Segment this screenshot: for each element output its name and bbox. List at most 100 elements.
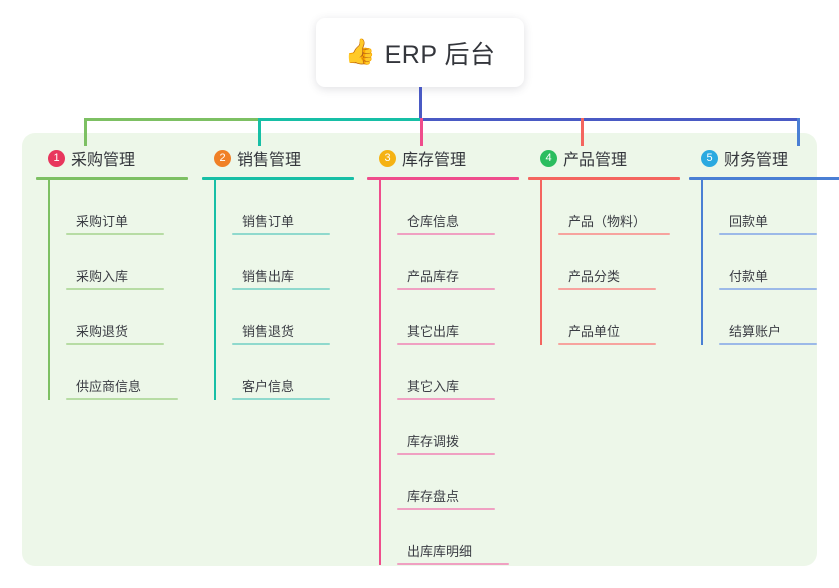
branch-leaf-item[interactable]: 产品库存 <box>397 235 519 290</box>
branch-leaf-label: 采购退货 <box>76 324 129 339</box>
connector-trunk <box>419 87 422 121</box>
branch-leaf-item[interactable]: 仓库信息 <box>397 180 519 235</box>
branch-leaf-rule <box>558 288 656 290</box>
branch-header[interactable]: 3 库存管理 <box>367 145 519 171</box>
branch-leaf-rule <box>397 288 495 290</box>
branch-leaf-item[interactable]: 供应商信息 <box>66 345 188 400</box>
branch-header-rule <box>528 177 680 180</box>
branch-header-rule <box>202 177 354 180</box>
branch-leaf-label: 付款单 <box>729 269 769 284</box>
connector-bar-segment <box>420 118 800 121</box>
branch-column: 3 库存管理仓库信息产品库存其它出库其它入库库存调拨库存盘点出库库明细 <box>367 145 519 565</box>
branch-leaf-item[interactable]: 其它入库 <box>397 345 519 400</box>
branch-spine <box>214 180 216 400</box>
branch-leaf-label: 产品（物料） <box>568 214 647 229</box>
branch-leaf-label: 销售出库 <box>242 269 295 284</box>
branch-spine <box>48 180 50 400</box>
branch-column: 1 采购管理采购订单采购入库采购退货供应商信息 <box>36 145 188 400</box>
branch-leaf-item[interactable]: 库存调拨 <box>397 400 519 455</box>
branch-leaf-item[interactable]: 回款单 <box>719 180 839 235</box>
branch-leaf-label: 采购入库 <box>76 269 129 284</box>
branch-leaf-list: 回款单付款单结算账户 <box>701 180 839 345</box>
branch-leaf-item[interactable]: 产品单位 <box>558 290 680 345</box>
branch-leaf-item[interactable]: 库存盘点 <box>397 455 519 510</box>
branch-title: 采购管理 <box>71 152 136 169</box>
branch-leaf-label: 库存盘点 <box>407 489 460 504</box>
branch-leaf-item[interactable]: 采购订单 <box>66 180 188 235</box>
branch-leaf-rule <box>397 563 509 565</box>
branch-leaf-label: 结算账户 <box>729 324 782 339</box>
branch-leaf-rule <box>232 398 330 400</box>
branch-leaf-item[interactable]: 销售退货 <box>232 290 354 345</box>
branch-leaf-item[interactable]: 结算账户 <box>719 290 839 345</box>
branch-header[interactable]: 1 采购管理 <box>36 145 188 171</box>
branch-leaf-rule <box>397 343 495 345</box>
branch-leaf-rule <box>397 508 495 510</box>
branch-header-rule <box>36 177 188 180</box>
branch-spine <box>701 180 703 345</box>
branch-leaf-rule <box>232 343 330 345</box>
branch-leaf-label: 其它出库 <box>407 324 460 339</box>
branch-leaf-item[interactable]: 产品（物料） <box>558 180 680 235</box>
branch-number-badge: 3 <box>379 149 396 167</box>
branch-leaf-label: 销售退货 <box>242 324 295 339</box>
connector-bar-segment <box>84 118 261 121</box>
branch-leaf-rule <box>397 233 495 235</box>
branch-leaf-item[interactable]: 采购入库 <box>66 235 188 290</box>
branch-spine <box>379 180 381 565</box>
branch-leaf-item[interactable]: 客户信息 <box>232 345 354 400</box>
connector-bar-segment <box>258 118 423 121</box>
connector-drop <box>84 118 87 146</box>
branch-leaf-label: 供应商信息 <box>76 379 142 394</box>
branch-leaf-label: 销售订单 <box>242 214 295 229</box>
connector-drop <box>258 118 261 146</box>
branch-leaf-rule <box>232 233 330 235</box>
branch-leaf-label: 采购订单 <box>76 214 129 229</box>
branch-title: 销售管理 <box>237 152 302 169</box>
branch-leaf-rule <box>232 288 330 290</box>
connector-drop <box>420 118 423 146</box>
branch-leaf-rule <box>558 233 670 235</box>
branch-leaf-rule <box>397 453 495 455</box>
branch-leaf-rule <box>719 288 817 290</box>
branch-leaf-list: 仓库信息产品库存其它出库其它入库库存调拨库存盘点出库库明细 <box>379 180 519 565</box>
branch-number-badge: 4 <box>540 149 557 167</box>
branch-header-rule <box>689 177 839 180</box>
branch-leaf-rule <box>558 343 656 345</box>
connector-drop <box>797 118 800 146</box>
branch-leaf-item[interactable]: 付款单 <box>719 235 839 290</box>
root-node-title: ERP 后台 <box>384 40 496 69</box>
branch-leaf-rule <box>66 398 178 400</box>
branch-leaf-label: 回款单 <box>729 214 769 229</box>
diagram-panel <box>22 133 817 566</box>
branch-leaf-list: 销售订单销售出库销售退货客户信息 <box>214 180 354 400</box>
branch-leaf-item[interactable]: 产品分类 <box>558 235 680 290</box>
branch-leaf-item[interactable]: 其它出库 <box>397 290 519 345</box>
branch-leaf-item[interactable]: 销售出库 <box>232 235 354 290</box>
branch-number-badge: 5 <box>701 149 718 167</box>
branch-title: 财务管理 <box>724 152 789 169</box>
branch-leaf-item[interactable]: 采购退货 <box>66 290 188 345</box>
branch-column: 2 销售管理销售订单销售出库销售退货客户信息 <box>202 145 354 400</box>
branch-title: 库存管理 <box>402 152 467 169</box>
branch-header[interactable]: 2 销售管理 <box>202 145 354 171</box>
branch-leaf-rule <box>719 343 817 345</box>
branch-header[interactable]: 5 财务管理 <box>689 145 839 171</box>
root-node-card[interactable]: 👍 ERP 后台 <box>316 18 524 87</box>
branch-leaf-label: 其它入库 <box>407 379 460 394</box>
branch-column: 5 财务管理回款单付款单结算账户 <box>689 145 839 345</box>
branch-number-badge: 2 <box>214 149 231 167</box>
branch-number-badge: 1 <box>48 149 65 167</box>
branch-leaf-rule <box>66 343 164 345</box>
branch-leaf-rule <box>66 288 164 290</box>
branch-leaf-label: 产品单位 <box>568 324 621 339</box>
branch-leaf-label: 库存调拨 <box>407 434 460 449</box>
branch-leaf-label: 产品库存 <box>407 269 460 284</box>
branch-leaf-item[interactable]: 出库库明细 <box>397 510 519 565</box>
branch-leaf-rule <box>719 233 817 235</box>
branch-leaf-item[interactable]: 销售订单 <box>232 180 354 235</box>
connector-drop <box>581 118 584 146</box>
